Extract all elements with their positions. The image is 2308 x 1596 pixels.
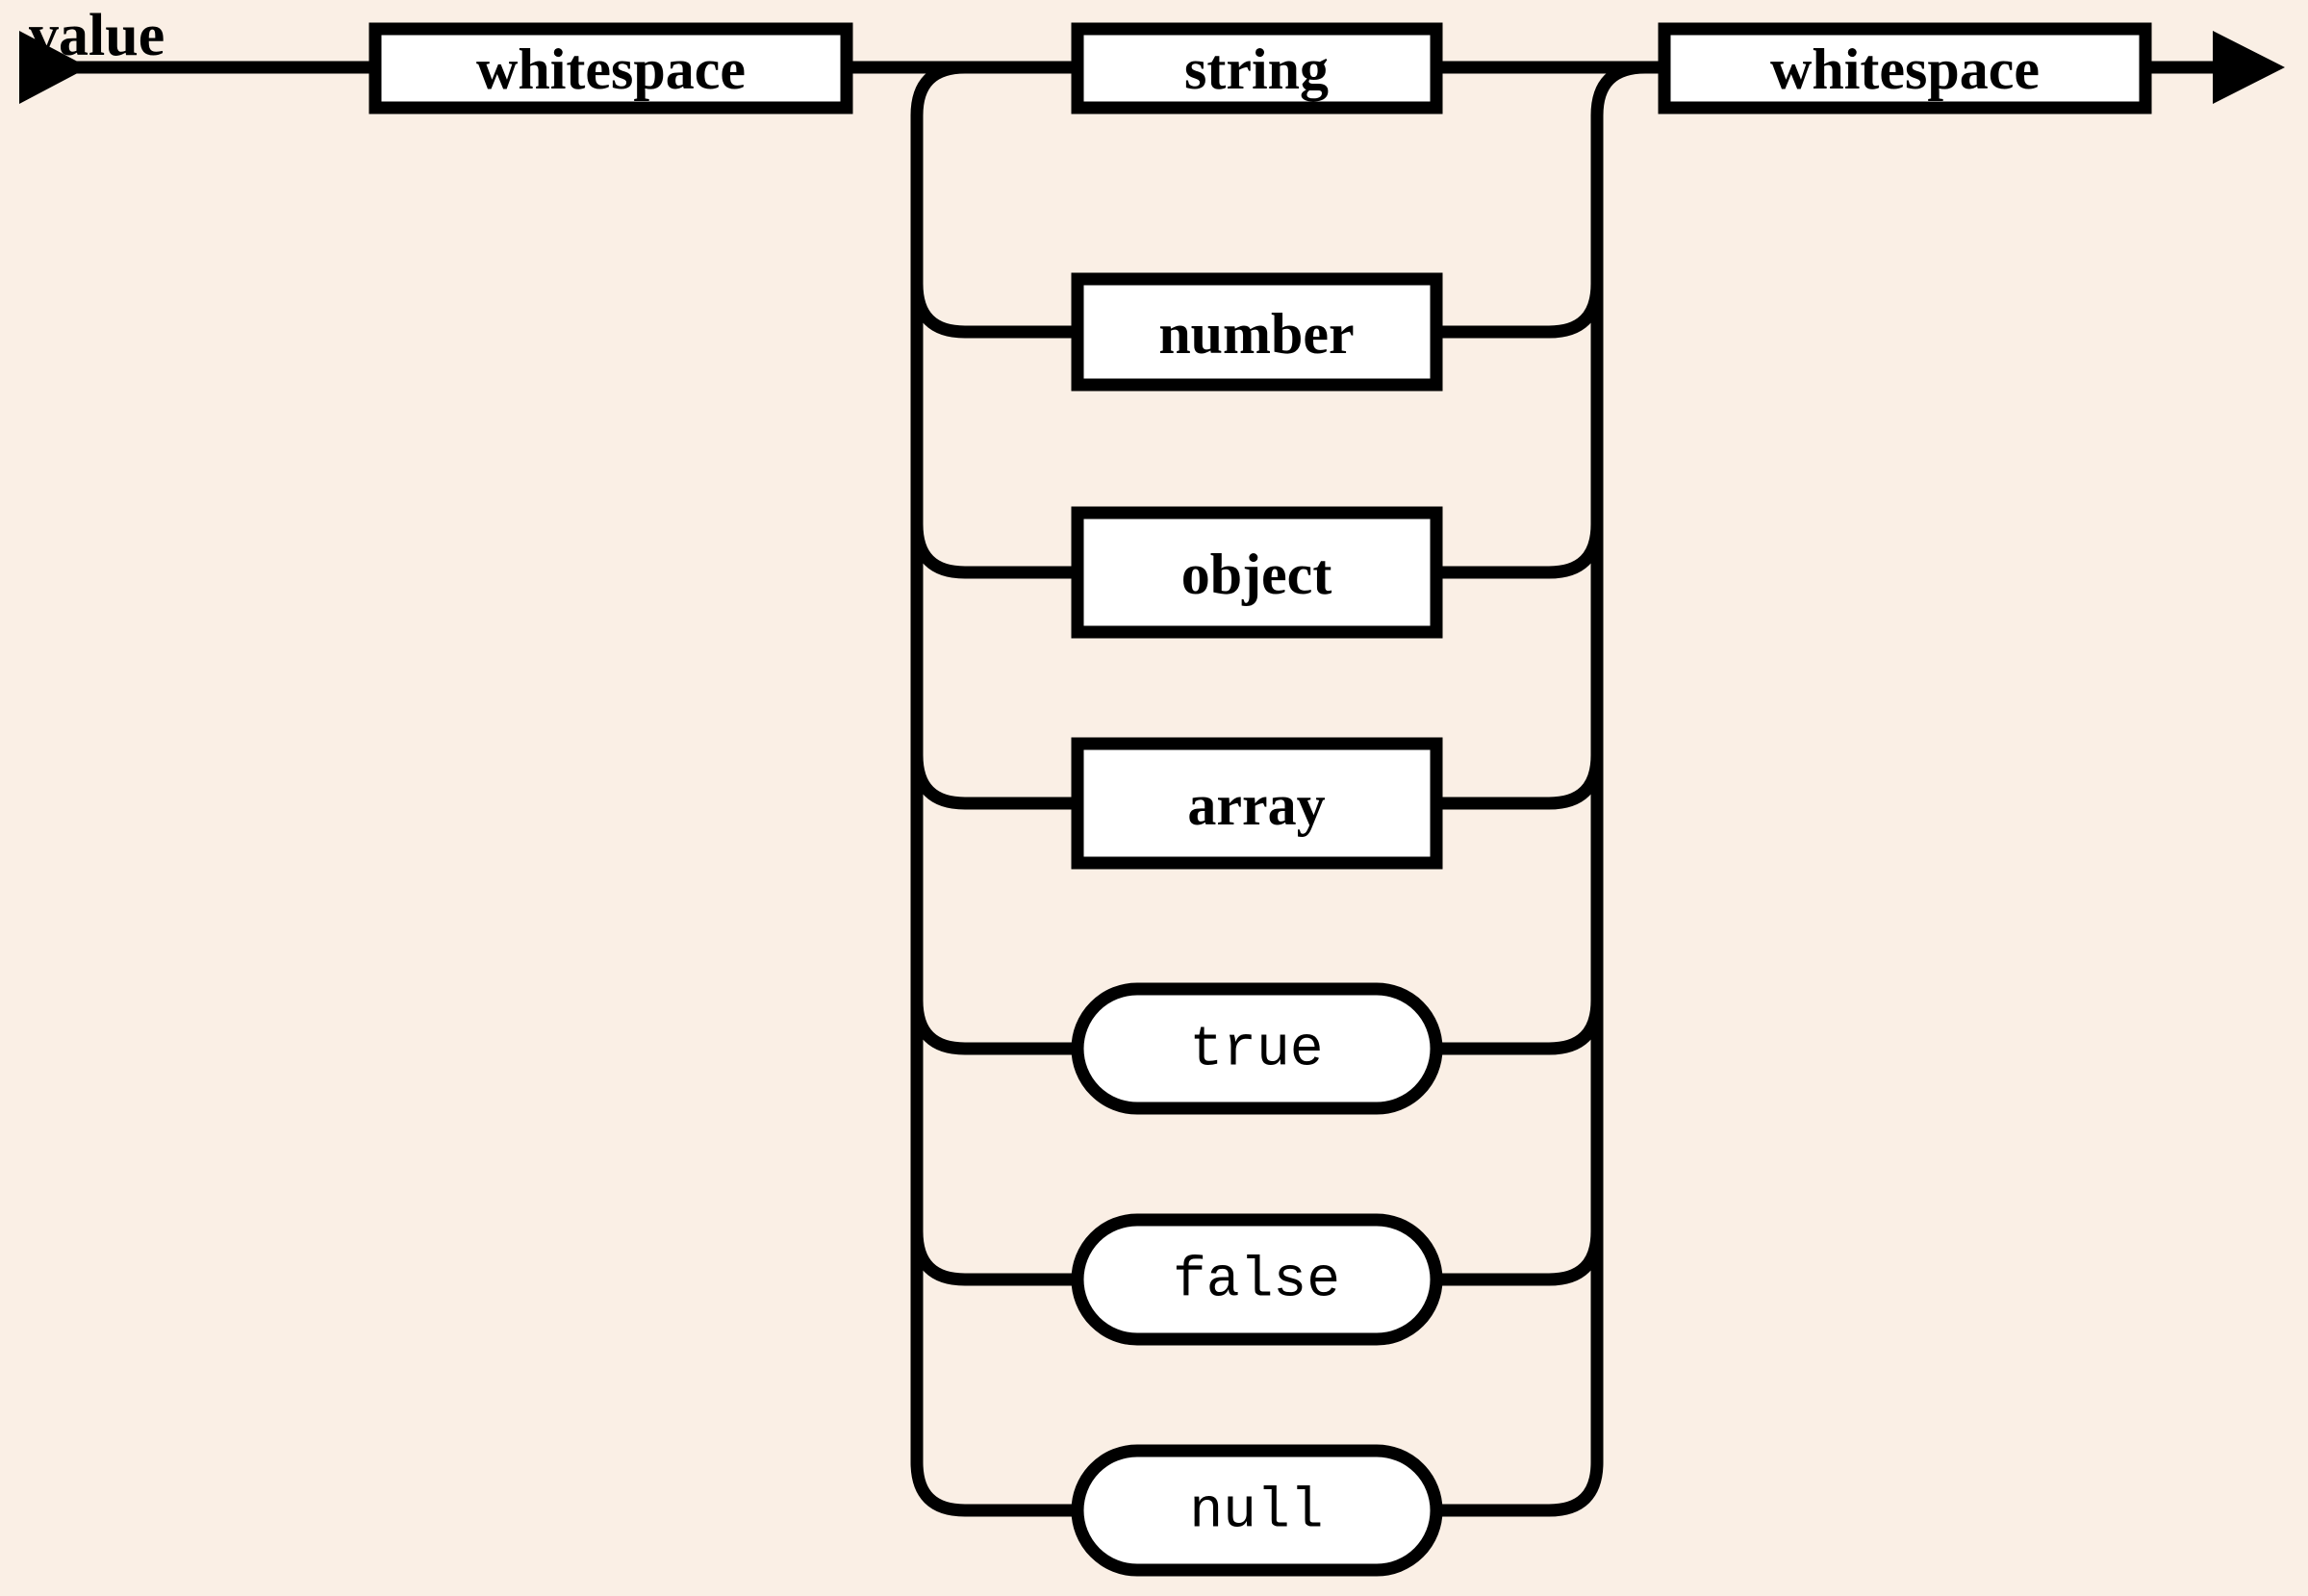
node-label-array: array	[1187, 773, 1325, 837]
exit-rail	[2145, 31, 2285, 104]
node-label-true: true	[1189, 1020, 1323, 1082]
node-true[interactable]: true	[1071, 982, 1443, 1115]
node-whitespace-right[interactable]: whitespace	[1658, 22, 2152, 114]
node-object[interactable]: object	[1071, 506, 1443, 639]
node-number[interactable]: number	[1071, 272, 1443, 392]
end-arrow-icon	[2213, 31, 2285, 104]
node-label-object: object	[1181, 543, 1332, 606]
choice-fan-right	[1436, 61, 1664, 1517]
node-whitespace-left[interactable]: whitespace	[368, 22, 853, 114]
entry-rail	[19, 31, 375, 104]
node-array[interactable]: array	[1071, 737, 1443, 870]
node-false[interactable]: false	[1071, 1213, 1443, 1346]
node-label-null: null	[1189, 1482, 1323, 1544]
node-null[interactable]: null	[1071, 1444, 1443, 1577]
choice-fan-left	[847, 61, 1078, 1517]
start-arrow-icon	[19, 31, 89, 104]
node-label-string: string	[1184, 38, 1329, 101]
node-string[interactable]: string	[1071, 22, 1443, 114]
node-label-number: number	[1158, 302, 1354, 366]
node-label-whitespace-left: whitespace	[476, 38, 746, 101]
node-label-whitespace-right: whitespace	[1770, 38, 2040, 101]
node-label-false: false	[1173, 1251, 1340, 1313]
